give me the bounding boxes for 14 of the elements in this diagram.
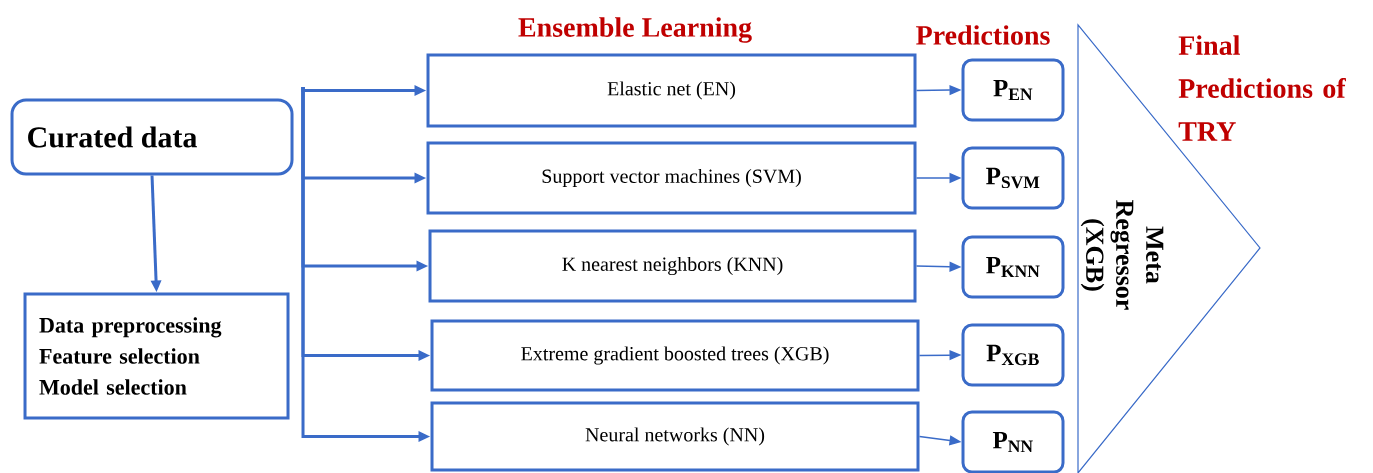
heading: Final Predictions of TRY [1178, 35, 1346, 141]
prediction-box: P$_{SVM}$ [961, 146, 1065, 210]
prediction-box: P$_{KNN}$ [961, 235, 1065, 299]
heading: Predictions [916, 25, 1050, 45]
prediction-box: P$_{XGB}$ [961, 323, 1065, 387]
model-box: Neural networks (NN) [430, 401, 920, 472]
step-box: Data preprocessing Feature selection Model selection [23, 292, 290, 420]
prediction-box: P$_{NN}$ [961, 410, 1065, 473]
model-box: Elastic net (EN) [426, 53, 917, 128]
model-box: Extreme gradient boosted trees (XGB) [430, 319, 920, 392]
model-box: K nearest neighbors (KNN) [428, 229, 917, 303]
prediction-box: P$_{EN}$ [961, 58, 1065, 122]
data-box: Curated data [10, 98, 294, 176]
model-box: Support vector machines (SVM) [426, 141, 917, 215]
